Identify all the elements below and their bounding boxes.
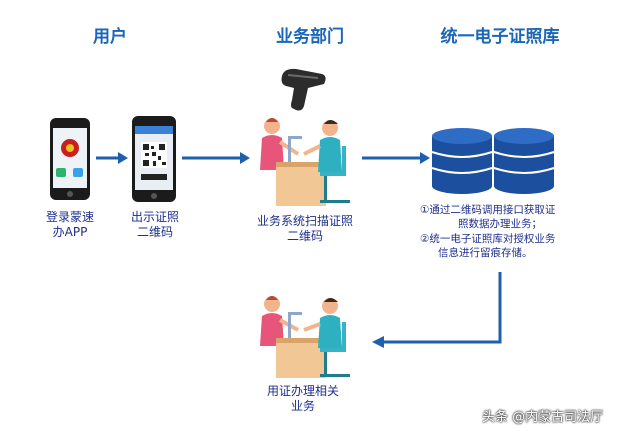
caption-line: 登录蒙速 <box>45 210 94 224</box>
caption-show-qr: 出示证照 二维码 <box>115 210 195 240</box>
barcode-scanner-icon <box>281 68 326 111</box>
database-icon <box>493 128 555 194</box>
heading-department: 业务部门 <box>276 27 344 47</box>
caption-line: 业务 <box>290 399 315 413</box>
caption-line: 出示证照 <box>130 210 179 224</box>
description-line: ②统一电子证照库对授权业务 <box>420 233 556 245</box>
caption-scan: 业务系统扫描证照 二维码 <box>235 214 375 244</box>
description-line: ①通过二维码调用接口获取证 <box>420 204 556 216</box>
caption-use-license: 用证办理相关 业务 <box>248 384 358 414</box>
arrow-right-icon <box>182 152 250 164</box>
caption-line: 用证办理相关 <box>266 384 339 398</box>
caption-login-app: 登录蒙速 办APP <box>30 210 110 240</box>
database-icon <box>431 128 493 194</box>
description-step-1: ①通过二维码调用接口获取证 照数据办理业务； <box>420 203 555 231</box>
heading-license-library: 统一电子证照库 <box>440 27 560 47</box>
caption-line: 办APP <box>52 225 88 239</box>
watermark: 头条 @内蒙古司法厅 <box>482 410 604 425</box>
description-line: 信息进行留痕存储。 <box>438 247 533 259</box>
description-line: 照数据办理业务； <box>458 218 542 230</box>
arrow-right-icon <box>362 152 430 164</box>
caption-line: 二维码 <box>286 229 323 243</box>
heading-user: 用户 <box>93 27 127 47</box>
service-counter-scene-icon <box>260 296 350 378</box>
description-step-2: ②统一电子证照库对授权业务 信息进行留痕存储。 <box>420 232 555 260</box>
service-counter-scene-icon <box>260 118 350 206</box>
arrow-return-icon <box>372 272 502 348</box>
caption-line: 业务系统扫描证照 <box>256 214 353 228</box>
arrow-right-icon <box>96 152 128 164</box>
phone-app-icon <box>50 118 90 200</box>
phone-qr-code-icon <box>132 116 176 202</box>
caption-line: 二维码 <box>136 225 173 239</box>
